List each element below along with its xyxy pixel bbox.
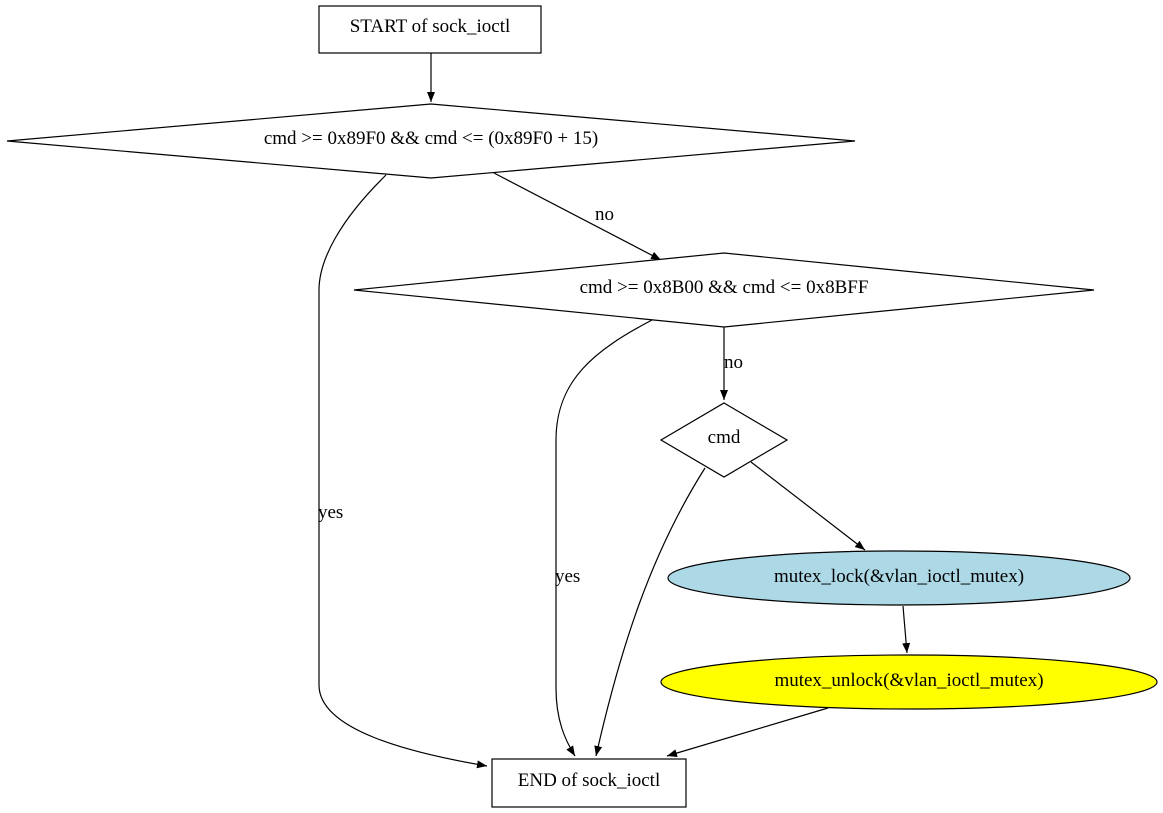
node-mutex-unlock: mutex_unlock(&vlan_ioctl_mutex) <box>660 654 1158 710</box>
edge-cmd-to-lock <box>750 461 866 551</box>
node-condition-range-8b00: cmd >= 0x8B00 && cmd <= 0x8BFF <box>353 252 1095 328</box>
node-mutex-lock-label: mutex_lock(&vlan_ioctl_mutex) <box>774 566 1024 587</box>
edge-cond1-to-cond2 <box>493 172 662 261</box>
node-condition-range-8b00-label: cmd >= 0x8B00 && cmd <= 0x8BFF <box>580 277 869 298</box>
edge-cond2-to-end <box>555 319 653 757</box>
node-condition-range-89f0: cmd >= 0x89F0 && cmd <= (0x89F0 + 15) <box>6 103 856 179</box>
edge-label-no-1: no <box>595 204 614 225</box>
edge-label-yes-2: yes <box>555 566 580 587</box>
node-mutex-unlock-label: mutex_unlock(&vlan_ioctl_mutex) <box>774 670 1043 691</box>
node-cmd-switch-label: cmd <box>708 427 741 448</box>
node-end: END of sock_ioctl <box>491 758 687 808</box>
edge-cond1-to-end <box>318 174 488 769</box>
node-mutex-lock: mutex_lock(&vlan_ioctl_mutex) <box>667 550 1131 606</box>
node-end-label: END of sock_ioctl <box>518 770 660 791</box>
node-start-label: START of sock_ioctl <box>350 16 511 37</box>
node-start: START of sock_ioctl <box>318 5 542 54</box>
edge-cmd-to-end <box>594 467 706 757</box>
edge-unlock-to-end <box>666 707 829 757</box>
edge-label-yes-1: yes <box>318 502 343 523</box>
node-cmd-switch: cmd <box>659 402 789 478</box>
edge-label-no-2: no <box>724 352 743 373</box>
edge-lock-to-unlock <box>902 605 911 654</box>
node-condition-range-89f0-label: cmd >= 0x89F0 && cmd <= (0x89F0 + 15) <box>264 128 598 149</box>
